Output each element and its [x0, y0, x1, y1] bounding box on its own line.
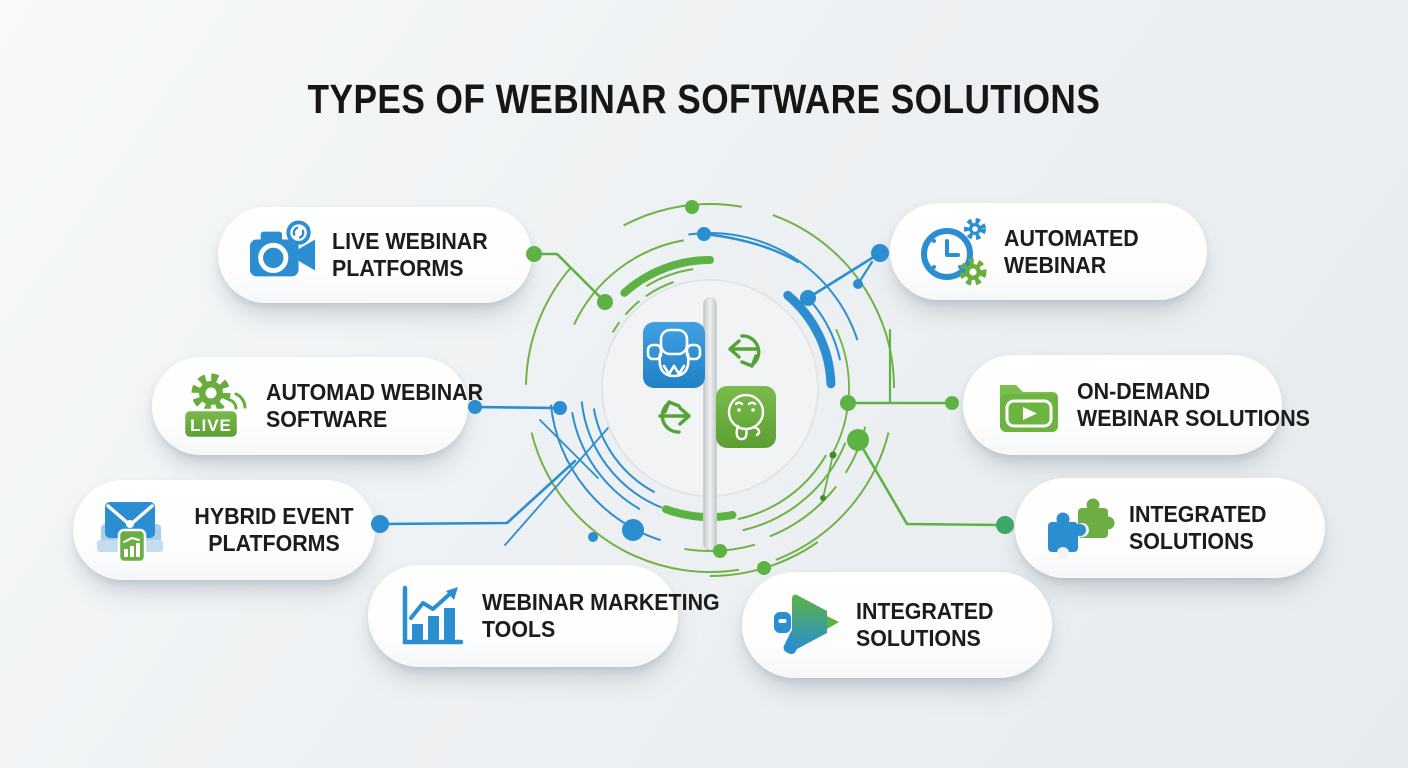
card-integrated-solutions-megaphone: INTEGRATED SOLUTIONS	[742, 572, 1052, 678]
card-live-webinar-platforms: LIVE WEBINAR PLATFORMS	[218, 207, 532, 303]
card-integrated-solutions-puzzle: INTEGRATED SOLUTIONS	[1015, 478, 1325, 578]
card-label-line2: PLATFORMS	[332, 255, 464, 281]
card-label-line1: WEBINAR MARKETING	[482, 589, 720, 615]
card-label: INTEGRATED SOLUTIONS	[1129, 501, 1266, 555]
gear-live-icon: LIVE	[174, 370, 260, 442]
card-label: AUTOMATED WEBINAR	[1004, 225, 1139, 279]
card-label: WEBINAR MARKETING TOOLS	[482, 589, 720, 643]
live-badge: LIVE	[190, 416, 232, 435]
envelope-chart-icon	[87, 494, 173, 566]
card-automated-webinar: AUTOMATED WEBINAR	[890, 203, 1207, 300]
puzzle-icon	[1037, 492, 1123, 564]
card-label-line2: TOOLS	[482, 616, 556, 642]
video-camera-icon	[240, 220, 326, 290]
hub-circle	[601, 279, 819, 497]
card-on-demand-webinar-solutions: ON-DEMAND WEBINAR SOLUTIONS	[963, 355, 1310, 455]
hub-divider	[703, 297, 717, 551]
card-label: LIVE WEBINAR PLATFORMS	[332, 228, 488, 282]
card-label-line2: WEBINAR	[1004, 251, 1107, 278]
card-label-line2: SOLUTIONS	[856, 625, 981, 651]
folder-play-icon	[985, 369, 1071, 441]
megaphone-icon	[764, 589, 850, 661]
card-automad-webinar-software: LIVE AUTOMAD WEBINAR SOFTWARE	[152, 357, 483, 455]
card-label: HYBRID EVENT PLATFORMS	[180, 503, 368, 557]
card-label-line1: AUTOMAD WEBINAR	[266, 379, 484, 405]
central-hub	[601, 279, 819, 551]
card-label-line2: SOLUTIONS	[1129, 528, 1254, 554]
card-label-line1: LIVE WEBINAR	[332, 228, 488, 254]
card-label-line1: INTEGRATED	[856, 598, 994, 624]
card-label-line1: AUTOMATED	[1004, 224, 1139, 251]
card-label-line1: INTEGRATED	[1129, 501, 1267, 527]
card-label-line1: ON-DEMAND	[1077, 378, 1211, 404]
card-label: INTEGRATED SOLUTIONS	[856, 598, 993, 652]
card-label: ON-DEMAND WEBINAR SOLUTIONS	[1077, 378, 1310, 432]
presenter-icon	[643, 322, 705, 388]
card-label-line2: WEBINAR SOLUTIONS	[1077, 405, 1310, 431]
card-label-line1: HYBRID EVENT	[194, 503, 354, 529]
card-label-line2: PLATFORMS	[208, 530, 340, 556]
page-title: TYPES OF WEBINAR SOFTWARE SOLUTIONS	[307, 76, 1101, 122]
bar-chart-icon	[390, 580, 476, 652]
sync-arrows-icon	[658, 334, 761, 434]
clock-gears-icon	[912, 216, 998, 288]
audience-face-icon	[716, 386, 776, 448]
card-label: AUTOMAD WEBINAR SOFTWARE	[266, 379, 483, 433]
card-webinar-marketing-tools: WEBINAR MARKETING TOOLS	[368, 565, 720, 667]
card-label-line2: SOFTWARE	[266, 406, 388, 432]
card-hybrid-event-platforms: HYBRID EVENT PLATFORMS	[73, 480, 375, 580]
